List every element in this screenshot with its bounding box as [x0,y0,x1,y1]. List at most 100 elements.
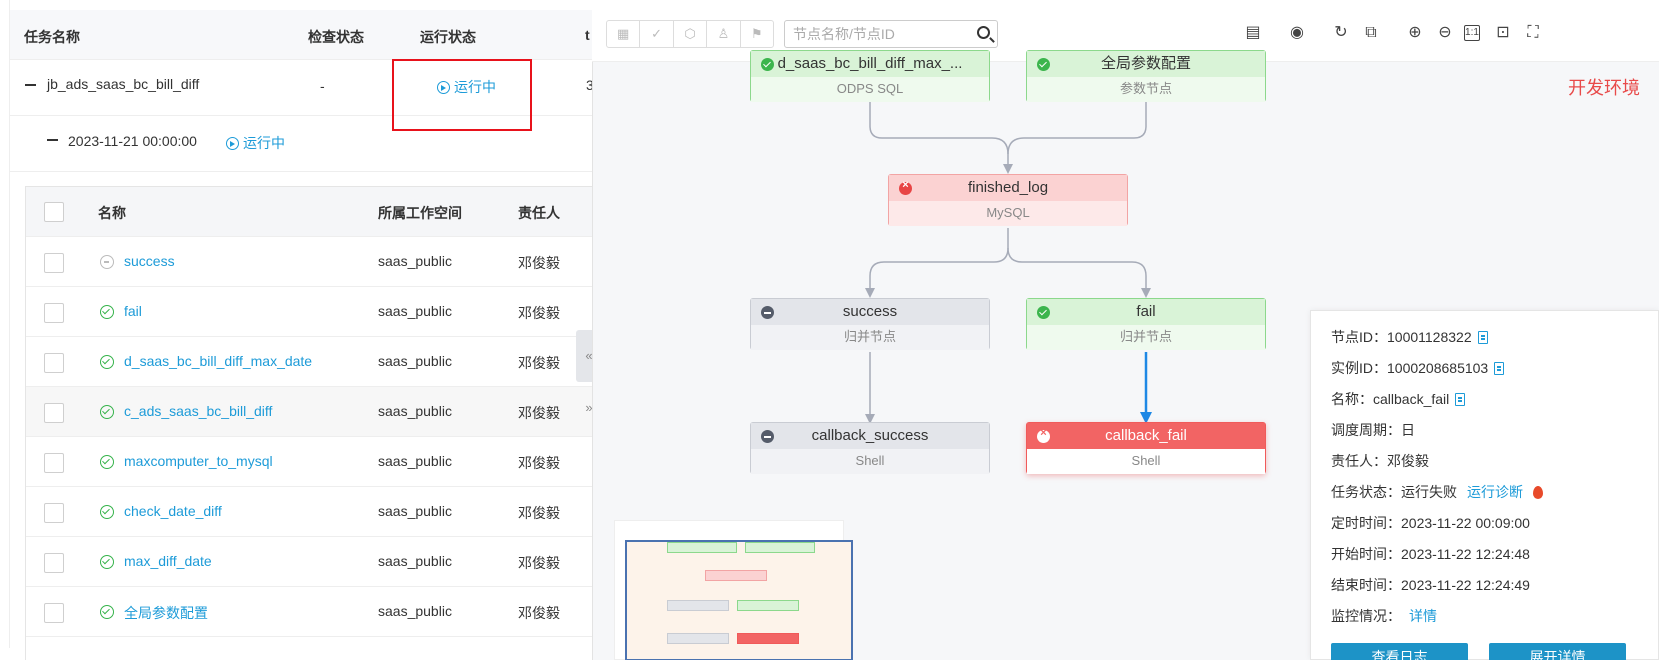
search-input[interactable] [793,25,963,43]
node-workspace: saas_public [378,303,452,319]
minimap[interactable] [614,520,853,660]
select-all-checkbox[interactable] [44,202,64,222]
node-workspace: saas_public [378,353,452,369]
info-start-time: 开始时间：2023-11-22 12:24:48 [1331,546,1530,562]
table-row[interactable]: fail saas_public 邓俊毅 [26,287,592,337]
info-node-id: 节点ID：10001128322 [1331,327,1488,347]
view-log-button[interactable]: 查看日志 [1331,643,1468,660]
eye-icon[interactable]: ◉ [1290,24,1304,41]
collapse-icon[interactable] [47,139,58,141]
environment-label: 开发环境 [1568,78,1640,98]
monitor-detail-link[interactable]: 详情 [1409,608,1437,624]
row-checkbox[interactable] [44,403,64,423]
header-run-status: 运行状态 [420,29,476,45]
row-checkbox[interactable] [44,553,64,573]
row-checkbox[interactable] [44,303,64,323]
info-task-status: 任务状态：运行失败运行诊断 [1331,482,1543,502]
layers-icon[interactable]: ⧉ [1365,24,1377,41]
instance-row[interactable]: 2023-11-21 00:00:00 运行中 [10,116,592,172]
node-workspace: saas_public [378,603,452,619]
table-row[interactable]: 全局参数配置 saas_public 邓俊毅 [26,587,592,637]
node-name-link[interactable]: c_ads_saas_bc_bill_diff [124,403,273,419]
node-workspace: saas_public [378,503,452,519]
row-checkbox[interactable] [44,603,64,623]
success-icon [100,605,114,619]
task-name[interactable]: jb_ads_saas_bc_bill_diff [47,76,200,92]
info-owner: 责任人：邓俊毅 [1331,453,1429,469]
refresh-icon[interactable]: ↻ [1334,24,1348,41]
node-owner: 邓俊毅 [518,305,560,321]
node-owner: 邓俊毅 [518,405,560,421]
dag-node-n3[interactable]: finished_log MySQL [888,174,1128,226]
search-icon[interactable] [977,26,990,39]
node-workspace: saas_public [378,453,452,469]
success-icon [100,455,114,469]
edge-n3-n4 [869,228,1009,290]
node-name-link[interactable]: check_date_diff [124,503,222,519]
skipped-icon [100,255,114,269]
map-icon[interactable]: ▤ [1245,24,1261,41]
node-search [784,20,998,48]
node-name-link[interactable]: 全局参数配置 [124,605,208,621]
dag-node-n4[interactable]: success 归并节点 [750,298,990,350]
skipped-icon [761,430,774,443]
instance-run-status[interactable]: 运行中 [226,133,285,153]
flag-icon[interactable]: ⚑ [751,26,763,41]
grid-icon[interactable]: ▦ [607,21,641,47]
fullscreen-icon[interactable]: ⛶ [1527,24,1539,41]
success-icon [100,355,114,369]
copy-icon[interactable] [1455,393,1466,406]
running-icon [437,81,450,94]
success-icon [1037,306,1050,319]
node-name-link[interactable]: fail [124,303,142,319]
expand-detail-button[interactable]: 展开详情 [1489,643,1626,660]
dag-node-n1[interactable]: d_saas_bc_bill_diff_max_... ODPS SQL [750,50,990,102]
success-icon [100,405,114,419]
dag-node-n7[interactable]: callback_fail Shell [1026,422,1266,474]
table-row[interactable]: maxcomputer_to_mysql saas_public 邓俊毅 [26,437,592,487]
zoom-out-icon[interactable]: ⊖ [1438,24,1452,41]
user-icon[interactable]: ♙ [707,21,741,47]
dag-node-n6[interactable]: callback_success Shell [750,422,990,474]
dag-node-n2[interactable]: 全局参数配置 参数节点 [1026,50,1266,102]
node-name-link[interactable]: maxcomputer_to_mysql [124,453,273,469]
node-info-panel: 节点ID：10001128322 实例ID：1000208685103 名称：c… [1310,310,1659,660]
fit-icon[interactable]: ⊡ [1496,24,1510,41]
zoom-in-icon[interactable]: ⊕ [1408,24,1422,41]
diagnose-link[interactable]: 运行诊断 [1467,484,1523,500]
row-checkbox[interactable] [44,253,64,273]
info-name: 名称：callback_fail [1331,389,1466,409]
node-owner: 邓俊毅 [518,605,560,621]
node-name-link[interactable]: d_saas_bc_bill_diff_max_date [124,353,313,369]
success-icon [1037,58,1050,71]
node-name-link[interactable]: success [124,253,175,269]
task-run-status[interactable]: 运行中 [437,77,496,97]
row-checkbox[interactable] [44,453,64,473]
info-scheduled-time: 定时时间：2023-11-22 00:09:00 [1331,515,1530,531]
error-icon [899,179,912,195]
node-owner: 邓俊毅 [518,455,560,471]
node-name-link[interactable]: max_diff_date [124,553,212,569]
task-row[interactable]: jb_ads_saas_bc_bill_diff - 运行中 3 [10,60,592,116]
copy-icon[interactable] [1494,362,1505,375]
check-icon[interactable]: ✓ [640,21,674,47]
running-icon [226,137,239,150]
cube-icon[interactable]: ⬡ [674,21,708,47]
copy-icon[interactable] [1477,331,1488,344]
minimap-viewport[interactable] [625,540,853,660]
success-icon [100,305,114,319]
node-owner: 邓俊毅 [518,255,560,271]
row-checkbox[interactable] [44,503,64,523]
dag-node-n5[interactable]: fail 归并节点 [1026,298,1266,350]
actual-size-icon[interactable]: 1:1 [1464,25,1480,41]
success-icon [100,505,114,519]
row-checkbox[interactable] [44,353,64,373]
collapse-icon[interactable] [25,84,36,86]
